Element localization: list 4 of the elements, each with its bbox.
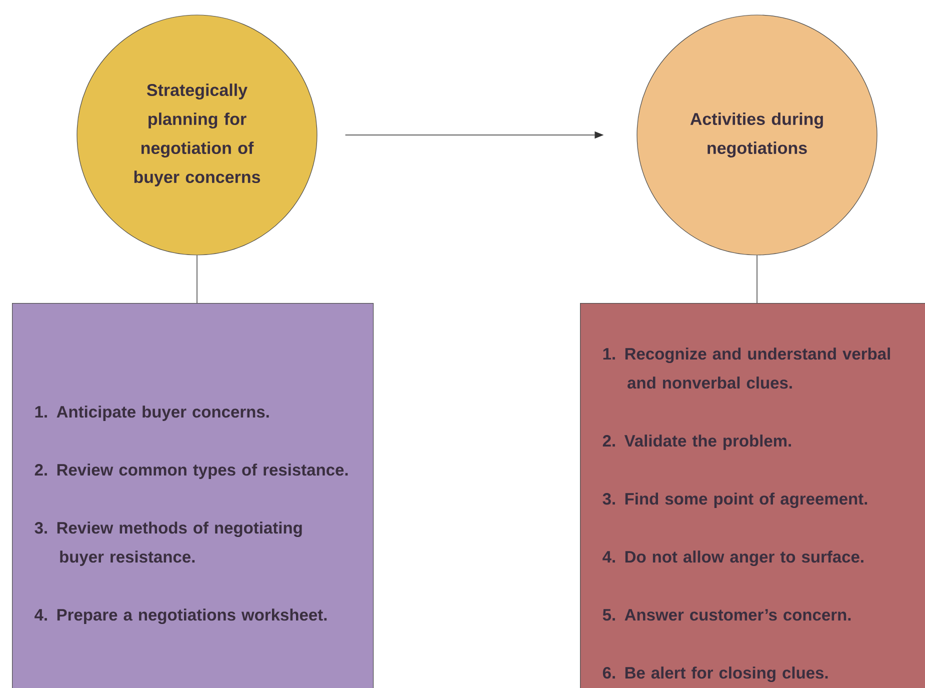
connector-line	[196, 254, 198, 304]
connector-line	[756, 254, 758, 304]
list-box: 1. Recognize and understand verbal and nonverbal clues. 2. Validate the problem. 3. Find some point of agreement. 4. Do not allow anger to surface. 5. Answer customer’s concern. 6. Be alert for closing clues.	[580, 303, 925, 688]
list-box: 1. Anticipate buyer concerns. 2. Review common types of resistance. 3. Review methods of negotiating buyer resistance. 4. Prepare a negotiations worksheet.	[12, 303, 374, 688]
